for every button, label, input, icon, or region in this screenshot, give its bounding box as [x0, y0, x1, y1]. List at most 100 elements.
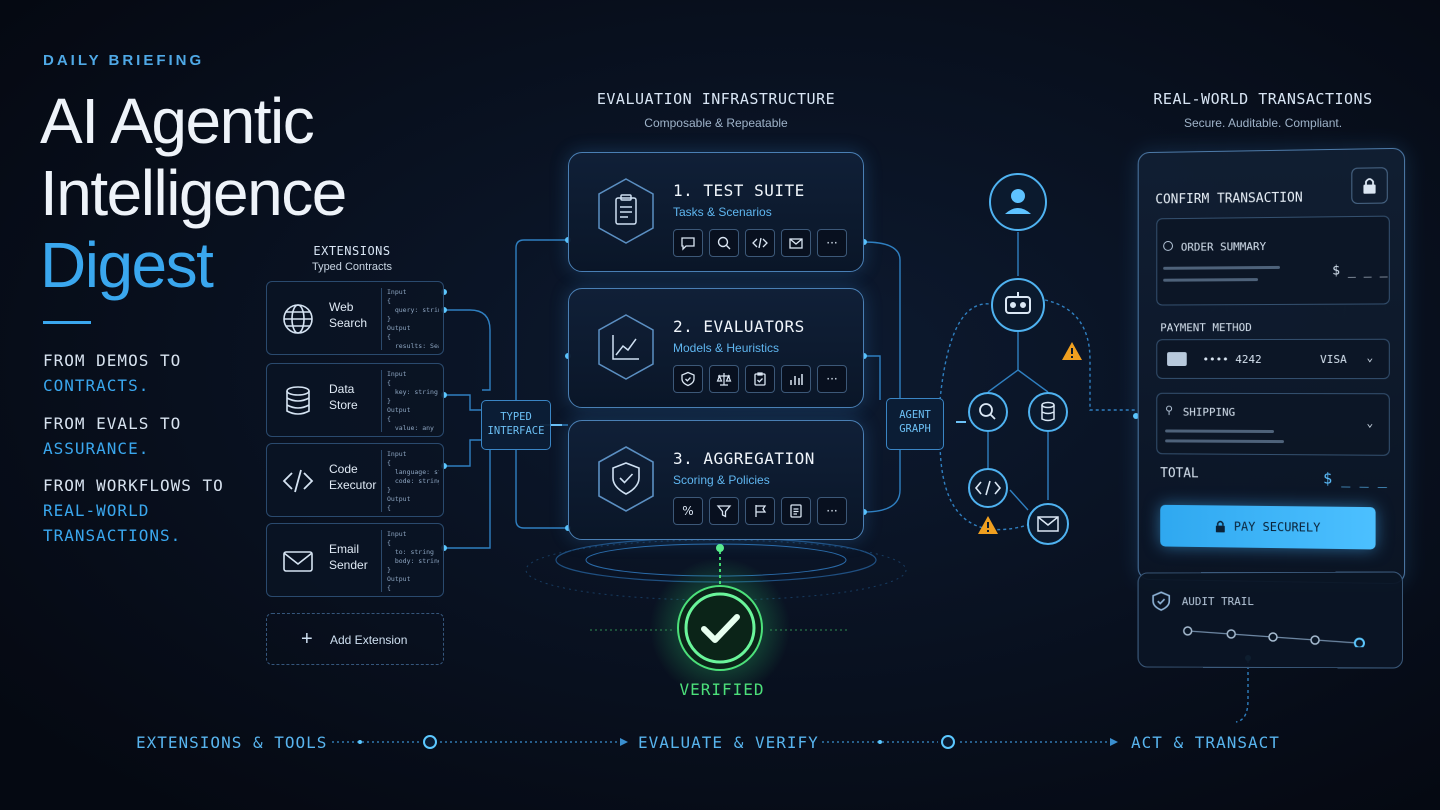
stage-aggregation[interactable]: 3. AGGREGATION Scoring & Policies % ··· — [568, 420, 864, 540]
transactions-title: REAL-WORLD TRANSACTIONS — [1153, 90, 1373, 108]
scale-icon[interactable] — [709, 365, 739, 393]
pay-securely-button[interactable]: PAY SECURELY — [1160, 504, 1376, 550]
shield-icon[interactable] — [673, 365, 703, 393]
document-icon[interactable] — [781, 497, 811, 525]
robot-icon — [1005, 292, 1031, 314]
agent-graph-line2: GRAPH — [899, 423, 931, 435]
more-icon[interactable]: ··· — [817, 365, 847, 393]
placeholder-bar — [1165, 429, 1274, 434]
audit-timeline — [1182, 623, 1368, 648]
extension-contract: Input { to: string body: string } Output… — [381, 530, 439, 592]
extension-name: Data Store — [329, 382, 358, 412]
chevron-down-icon: ⌄ — [1366, 416, 1374, 430]
stage-title: 3. AGGREGATION — [673, 449, 815, 468]
percent-icon[interactable]: % — [673, 497, 703, 525]
extension-name: Web Search — [329, 300, 368, 330]
extension-card-code-executor[interactable]: Code Executor Input { language: string c… — [266, 443, 444, 517]
lock-button[interactable] — [1351, 167, 1388, 204]
shield-check-icon — [598, 446, 654, 512]
database-icon — [286, 386, 310, 415]
page-title-line2: Intelligence — [40, 157, 347, 229]
extension-card-data-store[interactable]: Data Store Input { key: string } Output … — [266, 363, 444, 437]
accent-divider — [43, 321, 91, 324]
shield-check-icon — [1150, 589, 1172, 613]
stage-subtitle: Tasks & Scenarios — [673, 205, 772, 219]
location-pin-icon: ⚲ — [1165, 403, 1174, 417]
extensions-subtitle: Typed Contracts — [311, 261, 393, 273]
total-amount: $ _ _ _ — [1323, 469, 1387, 489]
card-icon — [1167, 352, 1187, 366]
code-icon — [282, 469, 314, 493]
flow-step-extensions: EXTENSIONS & TOOLS — [136, 733, 328, 752]
code-icon[interactable] — [745, 229, 775, 257]
order-summary-label: ORDER SUMMARY — [1180, 240, 1267, 254]
filter-icon[interactable] — [709, 497, 739, 525]
total-label: TOTAL — [1160, 466, 1199, 482]
chart-line-icon — [598, 314, 654, 380]
verified-check-icon — [677, 585, 763, 671]
bar-chart-icon[interactable] — [781, 365, 811, 393]
check-clipboard-icon[interactable] — [745, 365, 775, 393]
extension-name: Code Executor — [329, 462, 377, 492]
shipping-select[interactable]: ⚲ SHIPPING ⌄ — [1156, 392, 1390, 456]
code-icon — [974, 480, 1002, 496]
tagline-prefix: FROM EVALS TO — [43, 414, 182, 433]
search-icon[interactable] — [709, 229, 739, 257]
tagline-highlight: CONTRACTS. — [43, 376, 150, 395]
tagline-prefix: FROM WORKFLOWS TO — [43, 476, 224, 495]
clipboard-icon — [598, 178, 654, 244]
add-extension-button[interactable]: + Add Extension — [266, 613, 444, 665]
placeholder-bar — [1163, 265, 1280, 270]
extension-contract: Input { key: string } Output { value: an… — [381, 370, 439, 432]
pay-button-label: PAY SECURELY — [1233, 519, 1321, 535]
card-brand: VISA — [1320, 352, 1347, 366]
more-icon[interactable]: ··· — [817, 497, 847, 525]
order-summary-box[interactable]: ORDER SUMMARY $ _ _ _ — [1156, 215, 1390, 306]
mail-icon[interactable] — [781, 229, 811, 257]
stage-subtitle: Scoring & Policies — [673, 473, 770, 487]
typed-interface-line1: TYPED — [500, 411, 532, 423]
flow-step-transact: ACT & TRANSACT — [1131, 733, 1280, 752]
placeholder-bar — [1163, 278, 1259, 282]
confirm-transaction-panel: CONFIRM TRANSACTION ORDER SUMMARY $ _ _ … — [1137, 147, 1406, 585]
more-icon[interactable]: ··· — [817, 229, 847, 257]
warning-icon — [978, 516, 998, 534]
extension-card-email-sender[interactable]: Email Sender Input { to: string body: st… — [266, 523, 444, 597]
payment-method-select[interactable]: •••• 4242 VISA ⌄ — [1156, 338, 1390, 380]
page-title-line3: Digest — [40, 229, 214, 301]
tagline-1: FROM DEMOS TO CONTRACTS. — [43, 348, 181, 398]
chat-icon[interactable] — [673, 229, 703, 257]
lock-icon — [1361, 176, 1377, 194]
agent-graph-nodes — [968, 173, 1082, 545]
warning-icon — [1062, 342, 1082, 360]
chevron-down-icon: ⌄ — [1366, 350, 1374, 364]
placeholder-bar — [1165, 439, 1284, 444]
mail-icon — [283, 551, 313, 572]
payment-method-label: PAYMENT METHOD — [1160, 321, 1252, 335]
plus-icon: + — [301, 628, 313, 650]
stage-title: 2. EVALUATORS — [673, 317, 805, 336]
flow-step-evaluate: EVALUATE & VERIFY — [638, 733, 819, 752]
extension-card-web-search[interactable]: Web Search Input { query: string } Outpu… — [266, 281, 444, 355]
evaluation-subtitle: Composable & Repeatable — [644, 116, 788, 130]
extensions-title: EXTENSIONS — [313, 244, 391, 258]
audit-trail-panel[interactable]: AUDIT TRAIL — [1137, 571, 1404, 669]
kicker-label: DAILY BRIEFING — [43, 52, 205, 69]
flag-icon[interactable] — [745, 497, 775, 525]
stage-evaluators[interactable]: 2. EVALUATORS Models & Heuristics ··· — [568, 288, 864, 408]
add-extension-label: Add Extension — [330, 633, 408, 647]
stage-test-suite[interactable]: 1. TEST SUITE Tasks & Scenarios ··· — [568, 152, 864, 272]
search-icon — [979, 403, 996, 420]
extension-contract: Input { query: string } Output { results… — [381, 288, 439, 350]
tagline-3: FROM WORKFLOWS TO REAL-WORLD TRANSACTION… — [43, 473, 243, 548]
extension-contract: Input { language: string code: string } … — [381, 450, 439, 512]
order-amount: $ _ _ _ — [1332, 263, 1388, 279]
lock-icon — [1214, 519, 1226, 533]
stage-title: 1. TEST SUITE — [673, 181, 805, 200]
user-icon — [1005, 189, 1031, 214]
audit-trail-label: AUDIT TRAIL — [1181, 595, 1254, 609]
receipt-icon — [1163, 240, 1173, 251]
typed-interface-line2: INTERFACE — [487, 425, 545, 437]
globe-icon — [283, 304, 313, 334]
tagline-highlight: REAL-WORLD TRANSACTIONS. — [43, 501, 182, 545]
